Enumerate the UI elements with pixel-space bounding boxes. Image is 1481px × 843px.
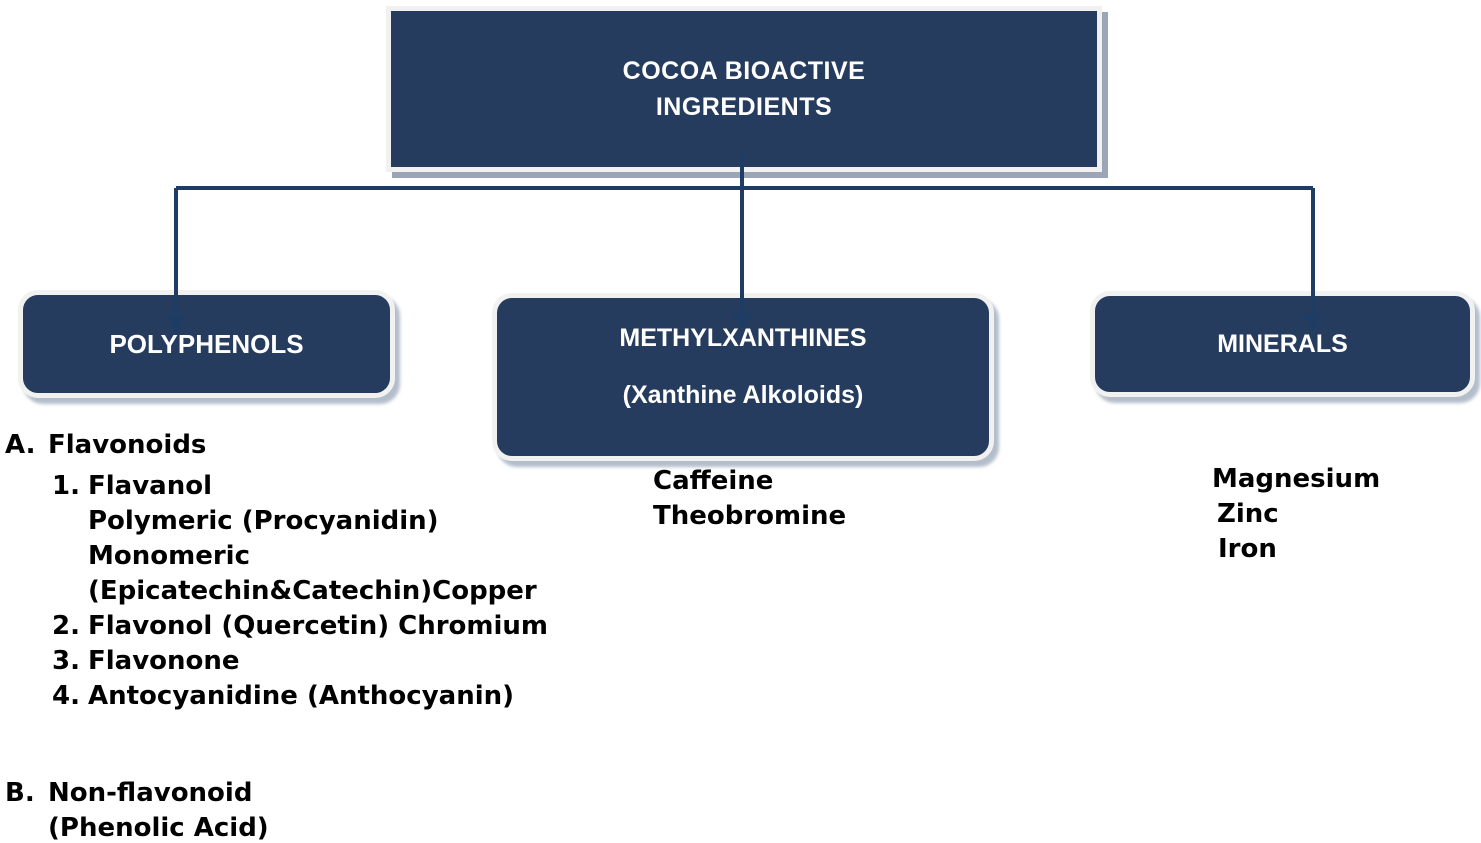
- list-item-caffeine: Caffeine: [653, 466, 773, 496]
- list-item-theobromine: Theobromine: [653, 501, 846, 531]
- node-polyphenols: POLYPHENOLS: [18, 290, 395, 398]
- list-text-caffeine: Caffeine: [653, 466, 774, 496]
- list-text-magnesium: Magnesium: [1212, 464, 1381, 494]
- list-marker-b: B.: [5, 778, 35, 808]
- minerals-label: MINERALS: [1217, 329, 1348, 358]
- list-item-monomeric: Monomeric: [88, 541, 250, 571]
- root-title-line2: INGREDIENTS: [655, 93, 833, 121]
- list-text-polymeric: Polymeric (Procyanidin): [88, 506, 439, 536]
- list-text-iron: Iron: [1218, 534, 1277, 564]
- list-text-antocyanidine: Antocyanidine (Anthocyanin): [88, 681, 515, 711]
- list-text-theobromine: Theobromine: [653, 501, 847, 531]
- list-item-flavonoids: A. Flavonoids: [5, 430, 206, 460]
- list-text-flavonol-chromium: Flavonol (Quercetin) Chromium: [88, 611, 549, 641]
- list-text-flavonoids: Flavonoids: [48, 430, 207, 460]
- list-item-flavonol-chromium: 2. Flavonol (Quercetin) Chromium: [52, 611, 548, 641]
- list-text-phenolic-acid: (Phenolic Acid): [48, 813, 269, 843]
- node-cocoa-bioactive-ingredients: COCOA BIOACTIVE INGREDIENTS: [386, 6, 1102, 172]
- list-item-polymeric: Polymeric (Procyanidin): [88, 506, 439, 536]
- list-text-zinc: Zinc: [1217, 499, 1279, 529]
- list-text-monomeric: Monomeric: [88, 541, 250, 571]
- list-marker-4: 4.: [52, 681, 80, 711]
- list-text-non-flavonoid: Non-flavonoid: [48, 778, 253, 808]
- list-item-non-flavonoid: B. Non-flavonoid: [5, 778, 252, 808]
- node-minerals: MINERALS: [1090, 291, 1475, 397]
- list-text-flavanol: Flavanol: [88, 471, 212, 501]
- list-item-phenolic-acid: (Phenolic Acid): [48, 813, 269, 843]
- list-marker-1: 1.: [52, 471, 80, 501]
- list-item-iron: Iron: [1218, 534, 1277, 564]
- list-item-antocyanidine: 4. Antocyanidine (Anthocyanin): [52, 681, 514, 711]
- list-item-magnesium: Magnesium: [1212, 464, 1380, 494]
- list-item-flavonone: 3. Flavonone: [52, 646, 240, 676]
- list-item-zinc: Zinc: [1217, 499, 1279, 529]
- methylxanthines-label-line2: (Xanthine Alkoloids): [622, 381, 864, 409]
- polyphenols-label: POLYPHENOLS: [109, 328, 304, 359]
- list-text-epicatechin-copper: (Epicatechin&Catechin)Copper: [88, 576, 537, 606]
- root-title-line1: COCOA BIOACTIVE: [622, 57, 866, 85]
- list-marker-a: A.: [5, 430, 36, 460]
- list-text-flavonone: Flavonone: [88, 646, 240, 676]
- list-item-epicatechin-copper: (Epicatechin&Catechin)Copper: [88, 576, 537, 606]
- list-marker-3: 3.: [52, 646, 80, 676]
- list-item-flavanol: 1. Flavanol: [52, 471, 212, 501]
- methylxanthines-label-line1: METHYLXANTHINES: [619, 324, 867, 352]
- node-methylxanthines: METHYLXANTHINES (Xanthine Alkoloids): [492, 293, 994, 461]
- list-marker-2: 2.: [52, 611, 80, 641]
